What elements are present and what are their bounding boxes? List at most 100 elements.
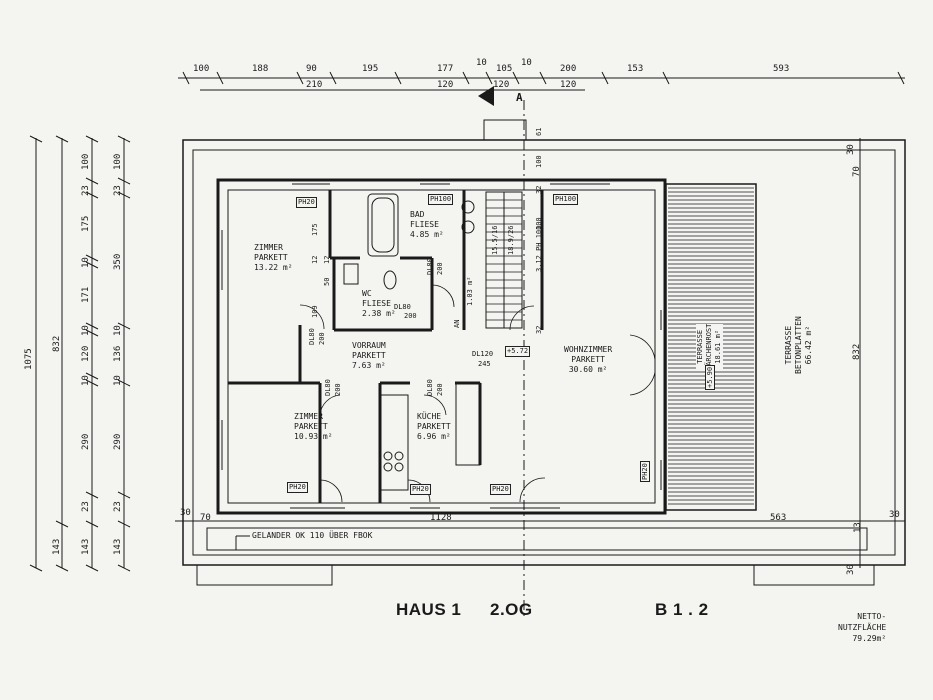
right-dim-label: 30 xyxy=(846,144,856,155)
stair-label: 1.03 m² xyxy=(466,276,474,306)
ph-tag: PH100 xyxy=(553,194,579,205)
kitchen-counter xyxy=(379,394,409,491)
wc-sink xyxy=(343,263,359,285)
room-floor: PARKETT xyxy=(352,351,386,360)
opening-label: 200 xyxy=(404,312,417,320)
section-marker: A xyxy=(516,91,523,104)
opening-label: DL80 xyxy=(324,379,332,396)
washbasin xyxy=(461,220,475,234)
top-dim-label-2: 120 xyxy=(493,80,510,90)
terrace-hatched xyxy=(665,183,757,511)
section-arrow-icon xyxy=(478,86,494,106)
small-dim: 61 xyxy=(535,127,543,136)
right-dim-label: 832 xyxy=(852,343,862,360)
opening-label: DL120 xyxy=(472,350,494,358)
small-dim: 100 xyxy=(535,155,543,168)
small-dim: 100 xyxy=(535,217,543,230)
top-dim-label: 105 xyxy=(496,64,513,74)
level-mark: +5.72 xyxy=(505,346,531,357)
top-dim-label: 153 xyxy=(627,64,644,74)
room-floor: PARKETT xyxy=(417,422,451,431)
room-area: 66.42 m² xyxy=(804,325,813,365)
opening-label: DL80 xyxy=(426,379,434,396)
small-dim: 12 xyxy=(311,255,319,264)
netto-line-1: NETTO- xyxy=(857,612,887,621)
ph-tag: PH20 xyxy=(640,461,650,482)
opening-label: 200 xyxy=(318,332,326,345)
small-dim: 32 xyxy=(535,325,543,334)
top-dim-label: 177 xyxy=(437,64,454,74)
room-name: WOHNZIMMER xyxy=(564,345,613,354)
balcony-band xyxy=(206,527,868,551)
stove-burner xyxy=(383,462,393,472)
ph-tag: PH20 xyxy=(410,484,431,495)
room-area: 18.61 m² xyxy=(714,329,722,364)
left-dim-label: 10 xyxy=(113,375,123,386)
left-dim-label: 100 xyxy=(81,153,91,170)
left-dim-label: 143 xyxy=(52,538,62,555)
left-dim-label: 10 xyxy=(81,257,91,268)
room-vorraum: VORRAUM PARKETT 7.63 m² xyxy=(352,341,386,371)
title-house: HAUS 1 xyxy=(396,600,462,619)
level-mark: +5.90 xyxy=(705,364,715,390)
room-kueche: KÜCHE PARKETT 6.96 m² xyxy=(417,412,451,442)
left-dim-label: 136 xyxy=(113,345,123,362)
bottom-dim-label: 13 xyxy=(853,522,863,533)
windows xyxy=(221,183,662,509)
support-right xyxy=(753,564,875,586)
stair-label: 18.9/26 xyxy=(507,225,515,255)
title-code: B 1 . 2 xyxy=(655,600,709,619)
slab-outline xyxy=(182,139,906,566)
opening-label: DL80 xyxy=(394,303,411,311)
netto-line-2: NUTZFLÄCHE xyxy=(838,623,887,632)
left-dim-label: 1075 xyxy=(24,348,34,370)
opening-label: 200 xyxy=(436,383,444,396)
small-dim: 109 xyxy=(311,305,319,318)
top-dim-label-2: 120 xyxy=(560,80,577,90)
stair-label: AN xyxy=(453,319,461,328)
ph-tag: PH20 xyxy=(287,482,308,493)
top-dim-label: 195 xyxy=(362,64,379,74)
opening-label: 200 xyxy=(436,262,444,275)
top-dim-label: 188 xyxy=(252,64,269,74)
right-dim-label: 70 xyxy=(852,166,862,177)
opening-label: 200 xyxy=(334,383,342,396)
room-terrasse: TERRASSE BETONPLATTEN 66.42 m² xyxy=(784,316,814,374)
room-zimmer-2: ZIMMER PARKETT 10.93 m² xyxy=(294,412,333,442)
room-name: WC xyxy=(362,289,372,298)
stair-label: 3.12 PH 100 xyxy=(535,225,543,272)
room-name: VORRAUM xyxy=(352,341,386,350)
top-dim-label-2: 120 xyxy=(437,80,454,90)
room-area: 6.96 m² xyxy=(417,432,451,441)
left-dim-label: 100 xyxy=(113,153,123,170)
left-dim-label: 350 xyxy=(113,253,123,270)
top-dim-label: 90 xyxy=(306,64,317,74)
opening-label: DL80 xyxy=(426,258,434,275)
room-name: KÜCHE xyxy=(417,412,442,421)
room-name: TERRASSE xyxy=(784,325,793,365)
left-dim-label: 290 xyxy=(113,433,123,450)
left-dim-label: 143 xyxy=(81,538,91,555)
room-floor: FLIESE xyxy=(362,299,391,308)
small-dim: 32 xyxy=(535,185,543,194)
left-dim-label: 10 xyxy=(113,325,123,336)
room-area: 30.60 m² xyxy=(568,365,608,374)
bathtub-inner xyxy=(371,197,395,253)
bottom-dim-label: 563 xyxy=(770,513,787,523)
toilet xyxy=(383,270,397,290)
opening-label: 245 xyxy=(478,360,491,368)
ph-tag: PH100 xyxy=(428,194,454,205)
top-dim-label: 10 xyxy=(521,58,532,68)
bottom-dim-label: 30 xyxy=(889,510,900,520)
room-floor: LÄRCHENROST xyxy=(705,323,713,370)
stove-burner xyxy=(394,462,404,472)
room-area: 13.22 m² xyxy=(254,263,293,272)
room-floor: FLIESE xyxy=(410,220,439,229)
building-outer-wall xyxy=(216,178,667,515)
room-name: ZIMMER xyxy=(294,412,323,421)
room-name: ZIMMER xyxy=(254,243,283,252)
room-zimmer-1: ZIMMER PARKETT 13.22 m² xyxy=(254,243,293,273)
title-floor: 2.OG xyxy=(490,600,533,619)
chimney xyxy=(483,119,527,141)
